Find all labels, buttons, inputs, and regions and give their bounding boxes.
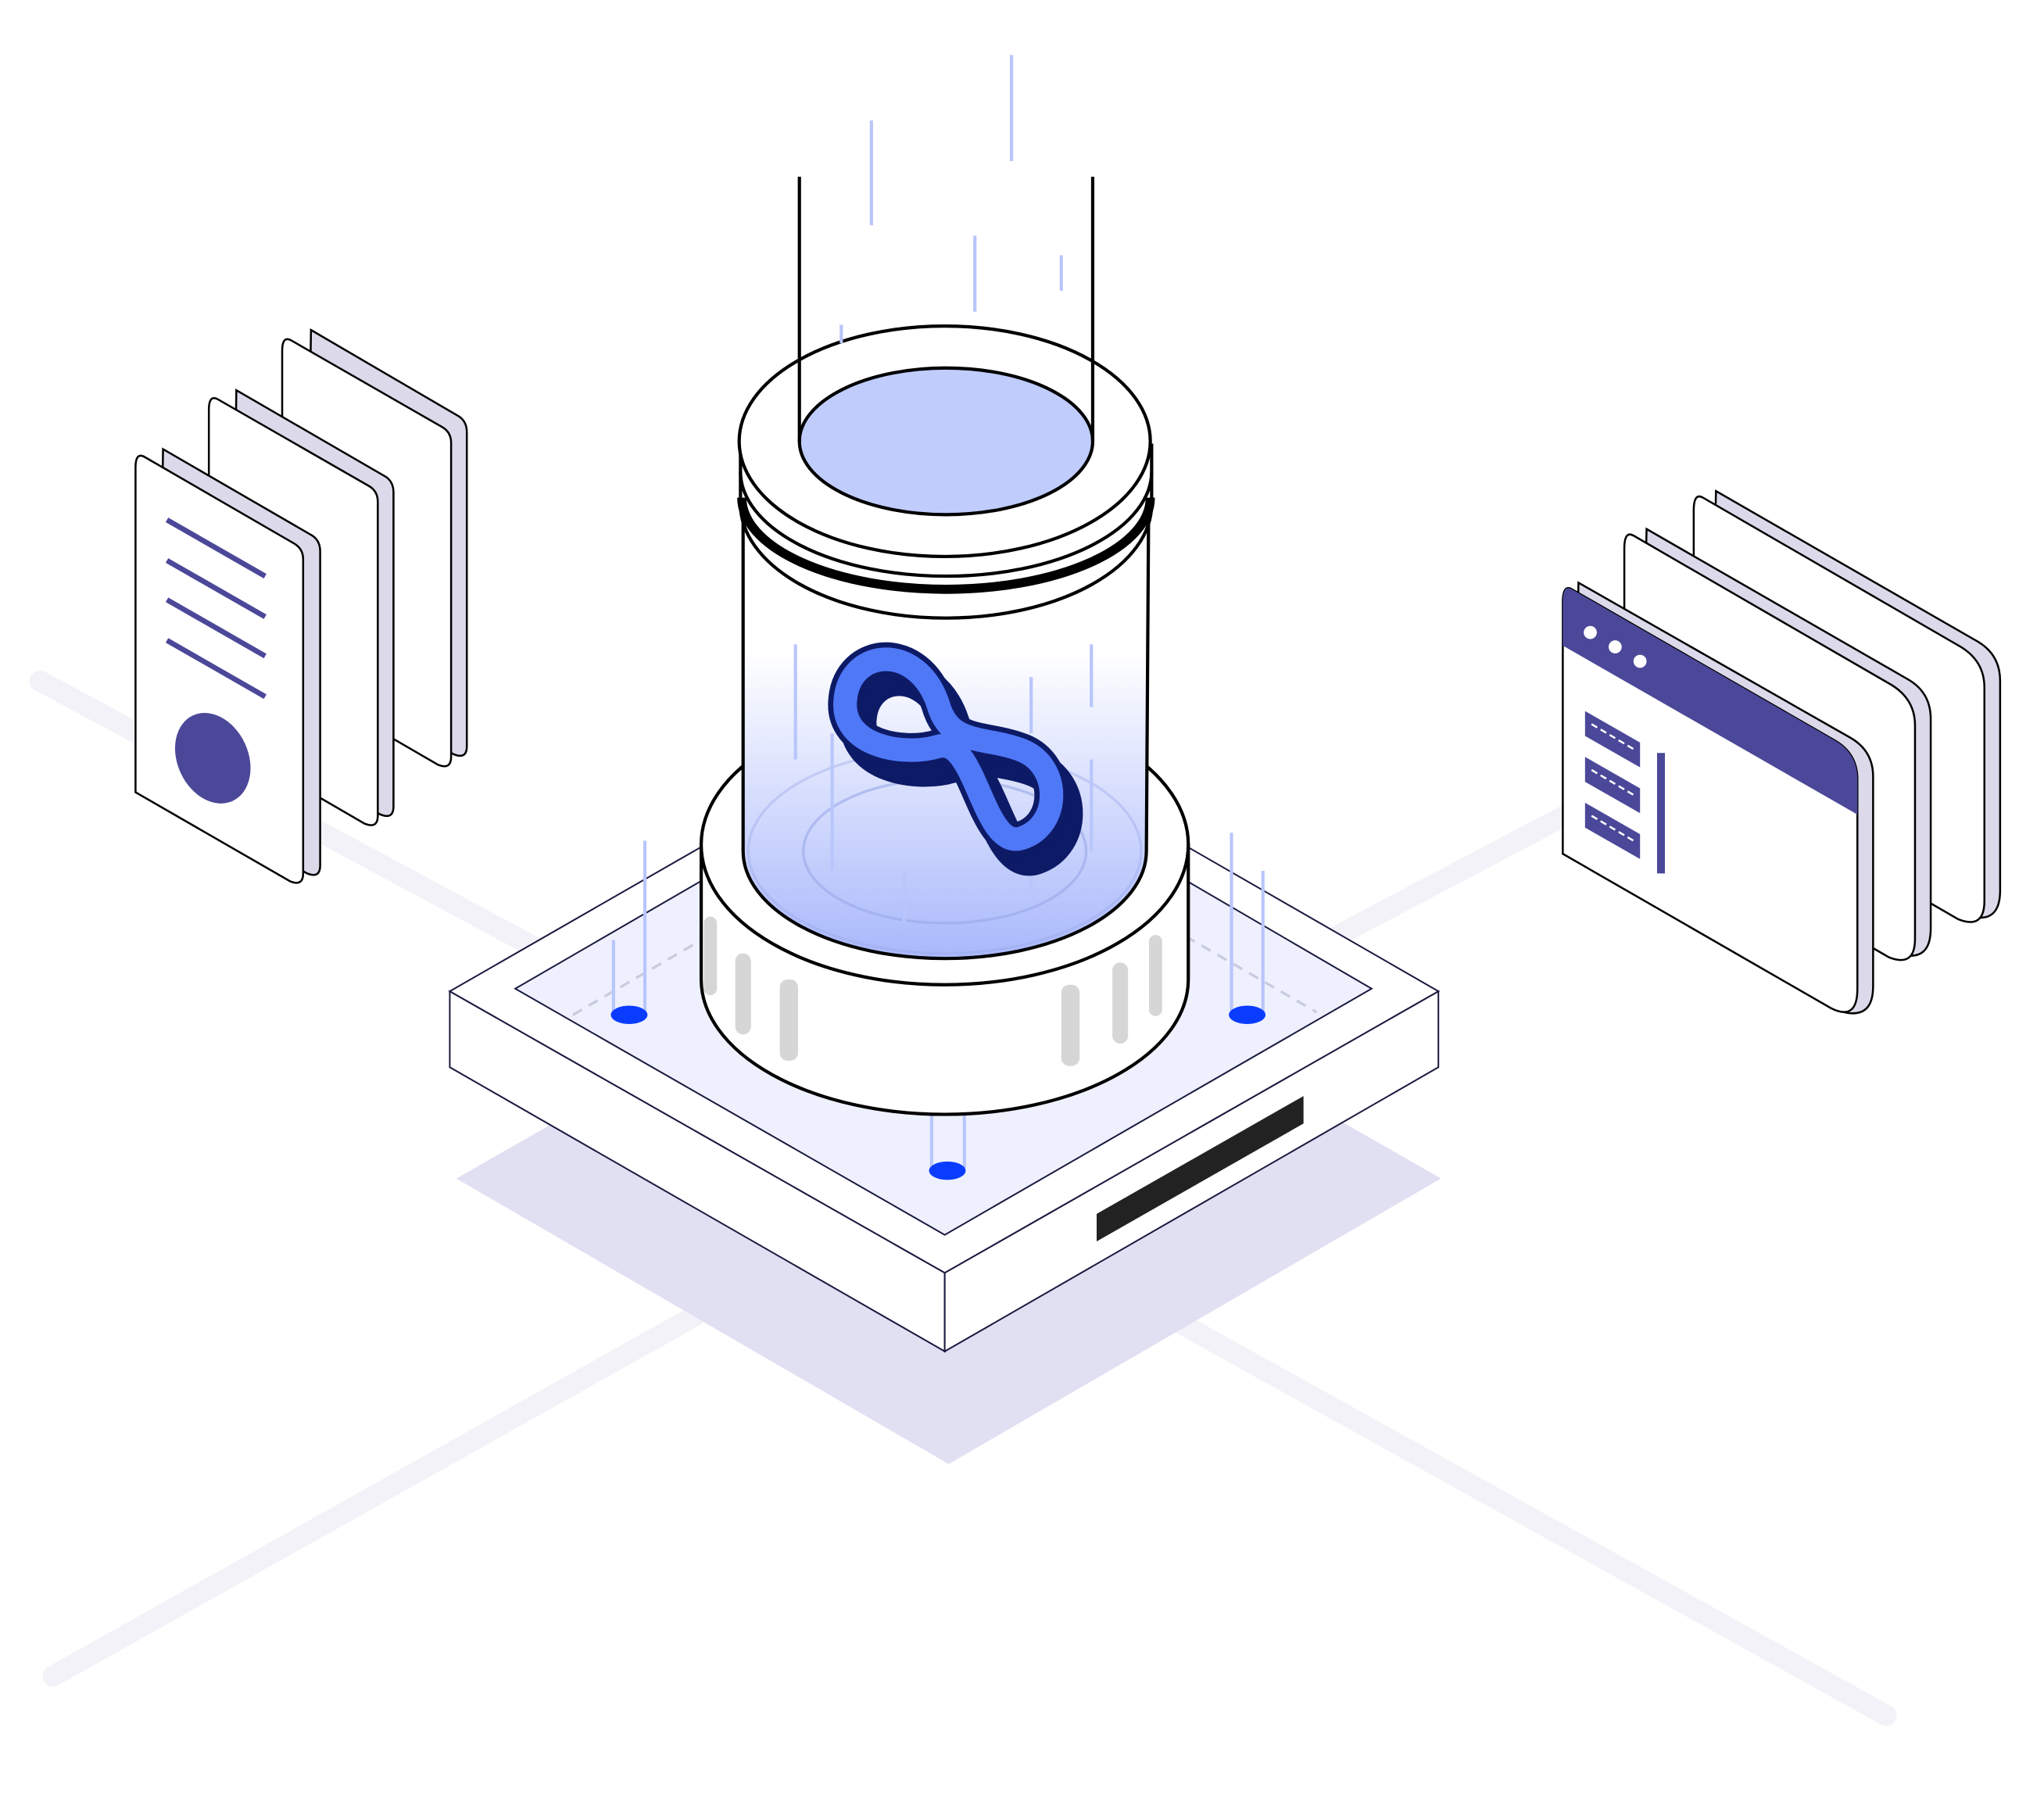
falling-beams [839,55,1063,343]
platform-dashed-guides [572,935,1318,1016]
browser-title-bar [1563,588,1858,815]
browser-list-dashes [1591,723,1634,842]
blue-dot [929,1161,966,1180]
browser-window-dots [1584,625,1647,668]
infinity-icon [828,642,1083,876]
document-image-circle [174,713,251,804]
document-text-lines [165,517,267,700]
blue-dot [1229,1005,1266,1024]
feed-tube [797,177,1095,442]
cylinder-top [737,324,1155,620]
blue-dot [610,1005,648,1024]
platform-slot [1096,1096,1304,1242]
base-gray-pills [703,916,1162,1066]
browser-list-items [1584,711,1666,874]
document-stack-icon [134,328,468,884]
